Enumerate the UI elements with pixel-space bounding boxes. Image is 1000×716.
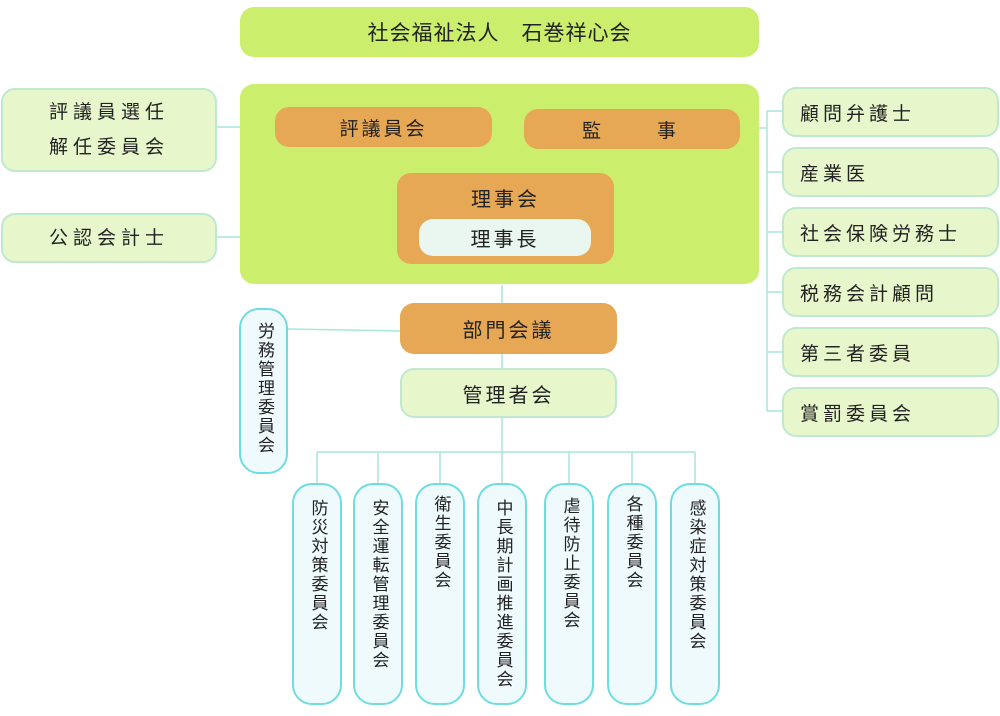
committee-safe-driving[interactable]: 安全運転管理委員会	[353, 483, 403, 705]
committee-abuse-prevention[interactable]: 虐待防止委員会	[544, 483, 594, 705]
advisor-industrial-physician[interactable]: 産業医	[782, 147, 999, 197]
label: 感染症対策委員会	[685, 499, 706, 651]
certified-accountant[interactable]: 公認会計士	[1, 213, 217, 263]
advisor-discipline-committee[interactable]: 賞罰委員会	[782, 387, 999, 437]
advisor-legal[interactable]: 顧問弁護士	[782, 87, 999, 137]
label: 部門会議	[462, 318, 555, 342]
label: 中長期計画推進委員会	[492, 499, 513, 689]
label-line-2: 解任委員会	[48, 136, 169, 158]
organization-title: 社会福祉法人 石巻祥心会	[240, 7, 759, 57]
advisor-third-party[interactable]: 第三者委員	[782, 327, 999, 377]
department-meeting-box[interactable]: 部門会議	[400, 303, 617, 354]
label: 第三者委員	[800, 342, 916, 365]
label: 監 事	[581, 119, 682, 142]
connector-labor	[287, 328, 401, 332]
label: 社会保険労務士	[800, 222, 962, 245]
advisor-labor-consultant[interactable]: 社会保険労務士	[782, 207, 999, 257]
councilors-box[interactable]: 評議員会	[275, 107, 492, 147]
managers-meeting-box[interactable]: 管理者会	[400, 368, 617, 418]
auditors-box[interactable]: 監 事	[524, 109, 740, 149]
label: 防災対策委員会	[307, 499, 328, 632]
committee-various[interactable]: 各種委員会	[607, 483, 657, 705]
label: 産業医	[800, 162, 870, 185]
advisor-tax-accounting[interactable]: 税務会計顧問	[782, 267, 999, 317]
councilor-selection-committee[interactable]: 評議員選任 解任委員会	[1, 88, 217, 172]
label: 税務会計顧問	[800, 282, 939, 305]
labor-management-committee[interactable]: 労務管理委員会	[239, 308, 288, 474]
organization-name: 社会福祉法人 石巻祥心会	[367, 21, 632, 45]
label: 衛生委員会	[430, 495, 451, 590]
label: 顧問弁護士	[800, 102, 916, 125]
board-box[interactable]: 理事会 理事長	[397, 173, 614, 264]
committee-mid-long-term-planning[interactable]: 中長期計画推進委員会	[477, 483, 527, 705]
label: 公認会計士	[48, 226, 169, 249]
committee-infection-control[interactable]: 感染症対策委員会	[670, 483, 720, 705]
label: 評議員会	[339, 117, 428, 140]
committee-hygiene[interactable]: 衛生委員会	[415, 483, 465, 705]
label: 管理者会	[462, 382, 555, 407]
board-label: 理事会	[471, 186, 540, 211]
chairman-box[interactable]: 理事長	[419, 219, 591, 256]
label: 賞罰委員会	[800, 402, 916, 425]
label: 労務管理委員会	[254, 322, 274, 455]
label-line-1: 評議員選任	[48, 101, 169, 123]
label: 理事長	[470, 227, 540, 251]
committee-disaster-prevention[interactable]: 防災対策委員会	[292, 483, 342, 705]
label: 虐待防止委員会	[559, 497, 580, 630]
label: 安全運転管理委員会	[368, 499, 389, 670]
label: 各種委員会	[622, 495, 643, 590]
